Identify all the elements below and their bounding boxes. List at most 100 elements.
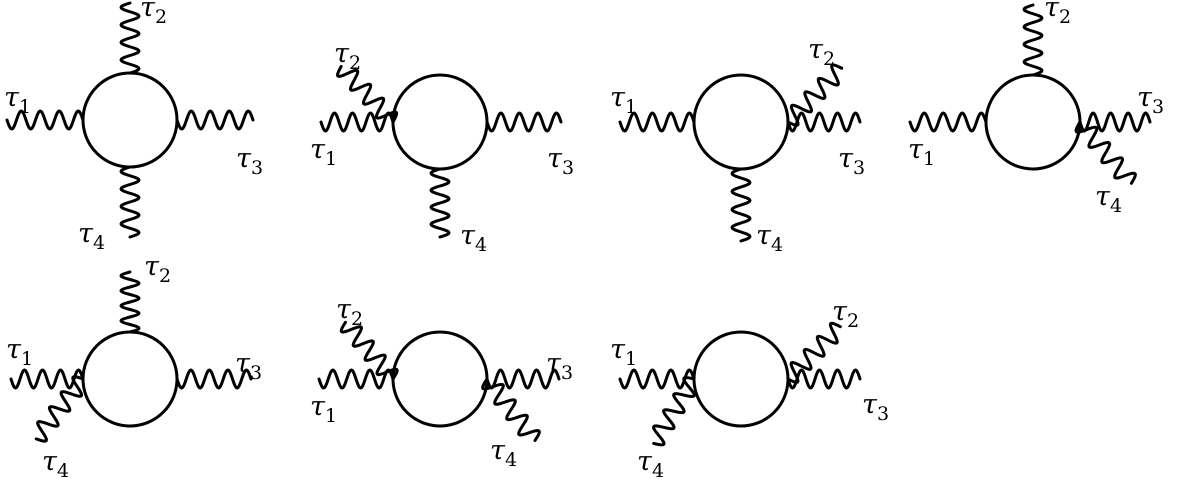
wavy-leg-1	[9, 368, 85, 390]
tau-symbol: τ	[838, 143, 854, 174]
leg-label-tau-3: τ3	[862, 389, 889, 425]
tau-symbol: τ	[42, 446, 58, 477]
leg-label-tau-2: τ2	[1044, 0, 1071, 28]
leg-label-tau-2: τ2	[832, 296, 859, 332]
tau-index: 3	[561, 362, 573, 384]
tau-symbol: τ	[756, 220, 772, 251]
wavy-leg-3	[786, 111, 862, 133]
leg-label-tau-4: τ4	[42, 446, 69, 479]
wavy-leg-4	[429, 167, 451, 239]
tau-symbol: τ	[908, 134, 924, 165]
leg-label-tau-1: τ1	[610, 82, 637, 118]
leg-label-tau-4: τ4	[490, 435, 517, 471]
leg-label-tau-1: τ1	[6, 334, 33, 370]
tau-symbol: τ	[1044, 0, 1060, 23]
leg-label-tau-4: τ4	[78, 218, 105, 254]
wavy-leg-4	[1074, 120, 1137, 185]
tau-symbol: τ	[140, 0, 156, 23]
wavy-leg-2	[339, 320, 399, 381]
tau-symbol: τ	[862, 389, 878, 420]
wavy-leg-3	[1078, 111, 1152, 133]
tau-symbol: τ	[1137, 82, 1153, 113]
tau-symbol: τ	[610, 82, 626, 113]
tau-symbol: τ	[1095, 181, 1111, 212]
tau-symbol: τ	[78, 218, 94, 249]
wavy-leg-4	[652, 376, 696, 447]
wavy-leg-2	[786, 63, 844, 127]
wavy-leg-1	[908, 111, 988, 133]
tau-index: 4	[771, 234, 783, 256]
loop-circle	[984, 73, 1082, 171]
wavy-leg-4	[34, 375, 85, 443]
wavy-leg-1	[618, 368, 696, 390]
leg-label-tau-3: τ3	[236, 143, 263, 179]
leg-label-tau-3: τ3	[547, 143, 574, 179]
tau-index: 2	[349, 52, 361, 74]
leg-label-tau-2: τ2	[336, 294, 363, 330]
wavy-leg-4	[119, 165, 141, 239]
leg-label-tau-2: τ2	[144, 251, 171, 287]
wavy-leg-3	[786, 368, 862, 390]
tau-index: 2	[847, 310, 859, 332]
wavy-leg-1	[5, 109, 85, 131]
wavy-leg-4	[481, 377, 541, 442]
tau-index: 1	[325, 148, 337, 170]
tau-symbol: τ	[334, 38, 350, 69]
tau-index: 1	[21, 348, 33, 370]
leg-label-tau-4: τ4	[460, 220, 487, 256]
loop-circle	[692, 73, 790, 171]
tau-symbol: τ	[808, 34, 824, 65]
tau-index: 3	[853, 157, 865, 179]
tau-index: 2	[351, 308, 363, 330]
leg-label-tau-2: τ2	[808, 34, 835, 70]
tau-index: 4	[57, 460, 69, 479]
tau-index: 2	[159, 265, 171, 287]
wavy-leg-3	[485, 368, 561, 390]
tau-symbol: τ	[336, 294, 352, 325]
tau-index: 4	[652, 460, 664, 479]
loop-circle	[81, 330, 179, 428]
loop-circle	[391, 73, 489, 171]
tau-symbol: τ	[235, 348, 251, 379]
tau-index: 3	[562, 157, 574, 179]
tau-symbol: τ	[610, 334, 626, 365]
tau-index: 1	[625, 348, 637, 370]
leg-label-tau-4: τ4	[637, 446, 664, 479]
leg-label-tau-3: τ3	[235, 348, 262, 384]
tau-symbol: τ	[144, 251, 160, 282]
leg-label-tau-1: τ1	[4, 82, 31, 118]
tau-symbol: τ	[310, 134, 326, 165]
leg-label-tau-3: τ3	[1137, 82, 1164, 118]
tau-symbol: τ	[460, 220, 476, 251]
tau-index: 3	[251, 157, 263, 179]
tau-index: 4	[1110, 195, 1122, 217]
tau-symbol: τ	[637, 446, 653, 477]
leg-label-tau-4: τ4	[756, 220, 783, 256]
loop-circle	[692, 330, 790, 428]
leg-label-tau-1: τ1	[310, 391, 337, 427]
tau-index: 1	[923, 148, 935, 170]
tau-symbol: τ	[236, 143, 252, 174]
wavy-leg-1	[319, 111, 395, 133]
wavy-leg-4	[730, 167, 752, 243]
wavy-leg-2	[119, 1, 141, 75]
wavy-leg-3	[175, 109, 255, 131]
wavy-leg-3	[485, 111, 563, 133]
tau-index: 2	[823, 48, 835, 70]
tau-index: 3	[250, 362, 262, 384]
wavy-leg-2	[336, 64, 399, 124]
tau-symbol: τ	[547, 143, 563, 174]
tau-index: 4	[505, 449, 517, 471]
tau-index: 1	[19, 96, 31, 118]
leg-label-tau-2: τ2	[334, 38, 361, 74]
tau-symbol: τ	[6, 334, 22, 365]
tau-index: 1	[325, 405, 337, 427]
leg-label-tau-1: τ1	[610, 334, 637, 370]
tau-symbol: τ	[546, 348, 562, 379]
